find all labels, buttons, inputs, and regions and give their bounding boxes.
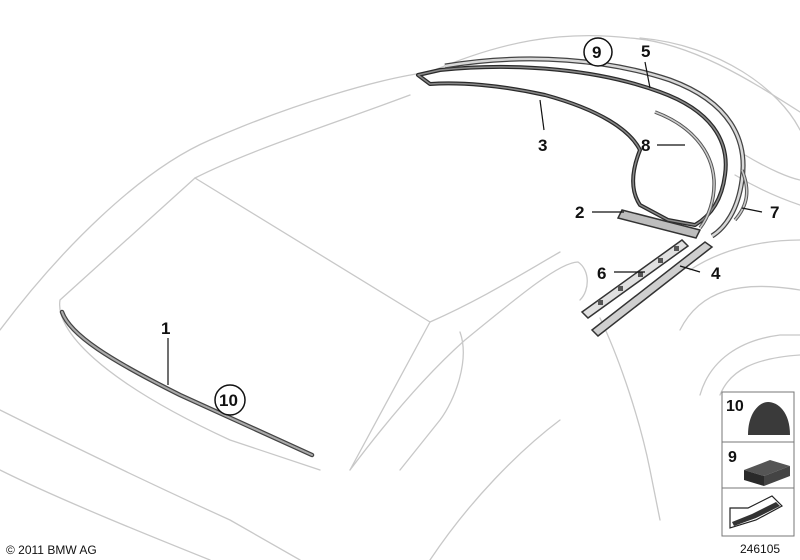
part-2-short-bar [616, 209, 702, 239]
part-4-lower-strip [590, 241, 714, 337]
legend-label-9: 9 [728, 449, 737, 466]
part-8-inner-trim-strip [654, 110, 716, 230]
callout-2: 2 [575, 203, 584, 222]
car-body-outline [0, 34, 800, 560]
callout-9-circle [583, 37, 613, 67]
callout-3: 3 [538, 136, 547, 155]
part-7-side-strip [733, 169, 749, 222]
part-1-windshield-trim [59, 309, 315, 458]
diagram-number: 246105 [740, 542, 780, 556]
legend-label-10: 10 [726, 398, 744, 415]
copyright-text: © 2011 BMW AG [6, 543, 97, 557]
part-3-rear-window-seal [416, 64, 728, 227]
callout-1: 1 [161, 319, 170, 338]
callout-4: 4 [711, 264, 721, 283]
part-5-outer-frame-strip [444, 56, 746, 239]
foam-block-icon [744, 460, 790, 486]
callout-labels: 1 2 3 4 5 6 7 8 9 10 [161, 37, 779, 416]
callout-6: 6 [597, 264, 606, 283]
callout-10-circle [214, 384, 246, 416]
dome-plug-icon [748, 402, 790, 435]
legend-panel: 10 9 [721, 391, 795, 537]
leader-lines [167, 61, 763, 385]
callout-7: 7 [770, 203, 779, 222]
callout-8: 8 [641, 136, 650, 155]
reference-arrow-icon [729, 495, 783, 529]
callout-5: 5 [641, 42, 650, 61]
callout-10: 10 [219, 391, 238, 410]
part-6-clip-strip [580, 239, 690, 319]
callout-9: 9 [592, 43, 601, 62]
